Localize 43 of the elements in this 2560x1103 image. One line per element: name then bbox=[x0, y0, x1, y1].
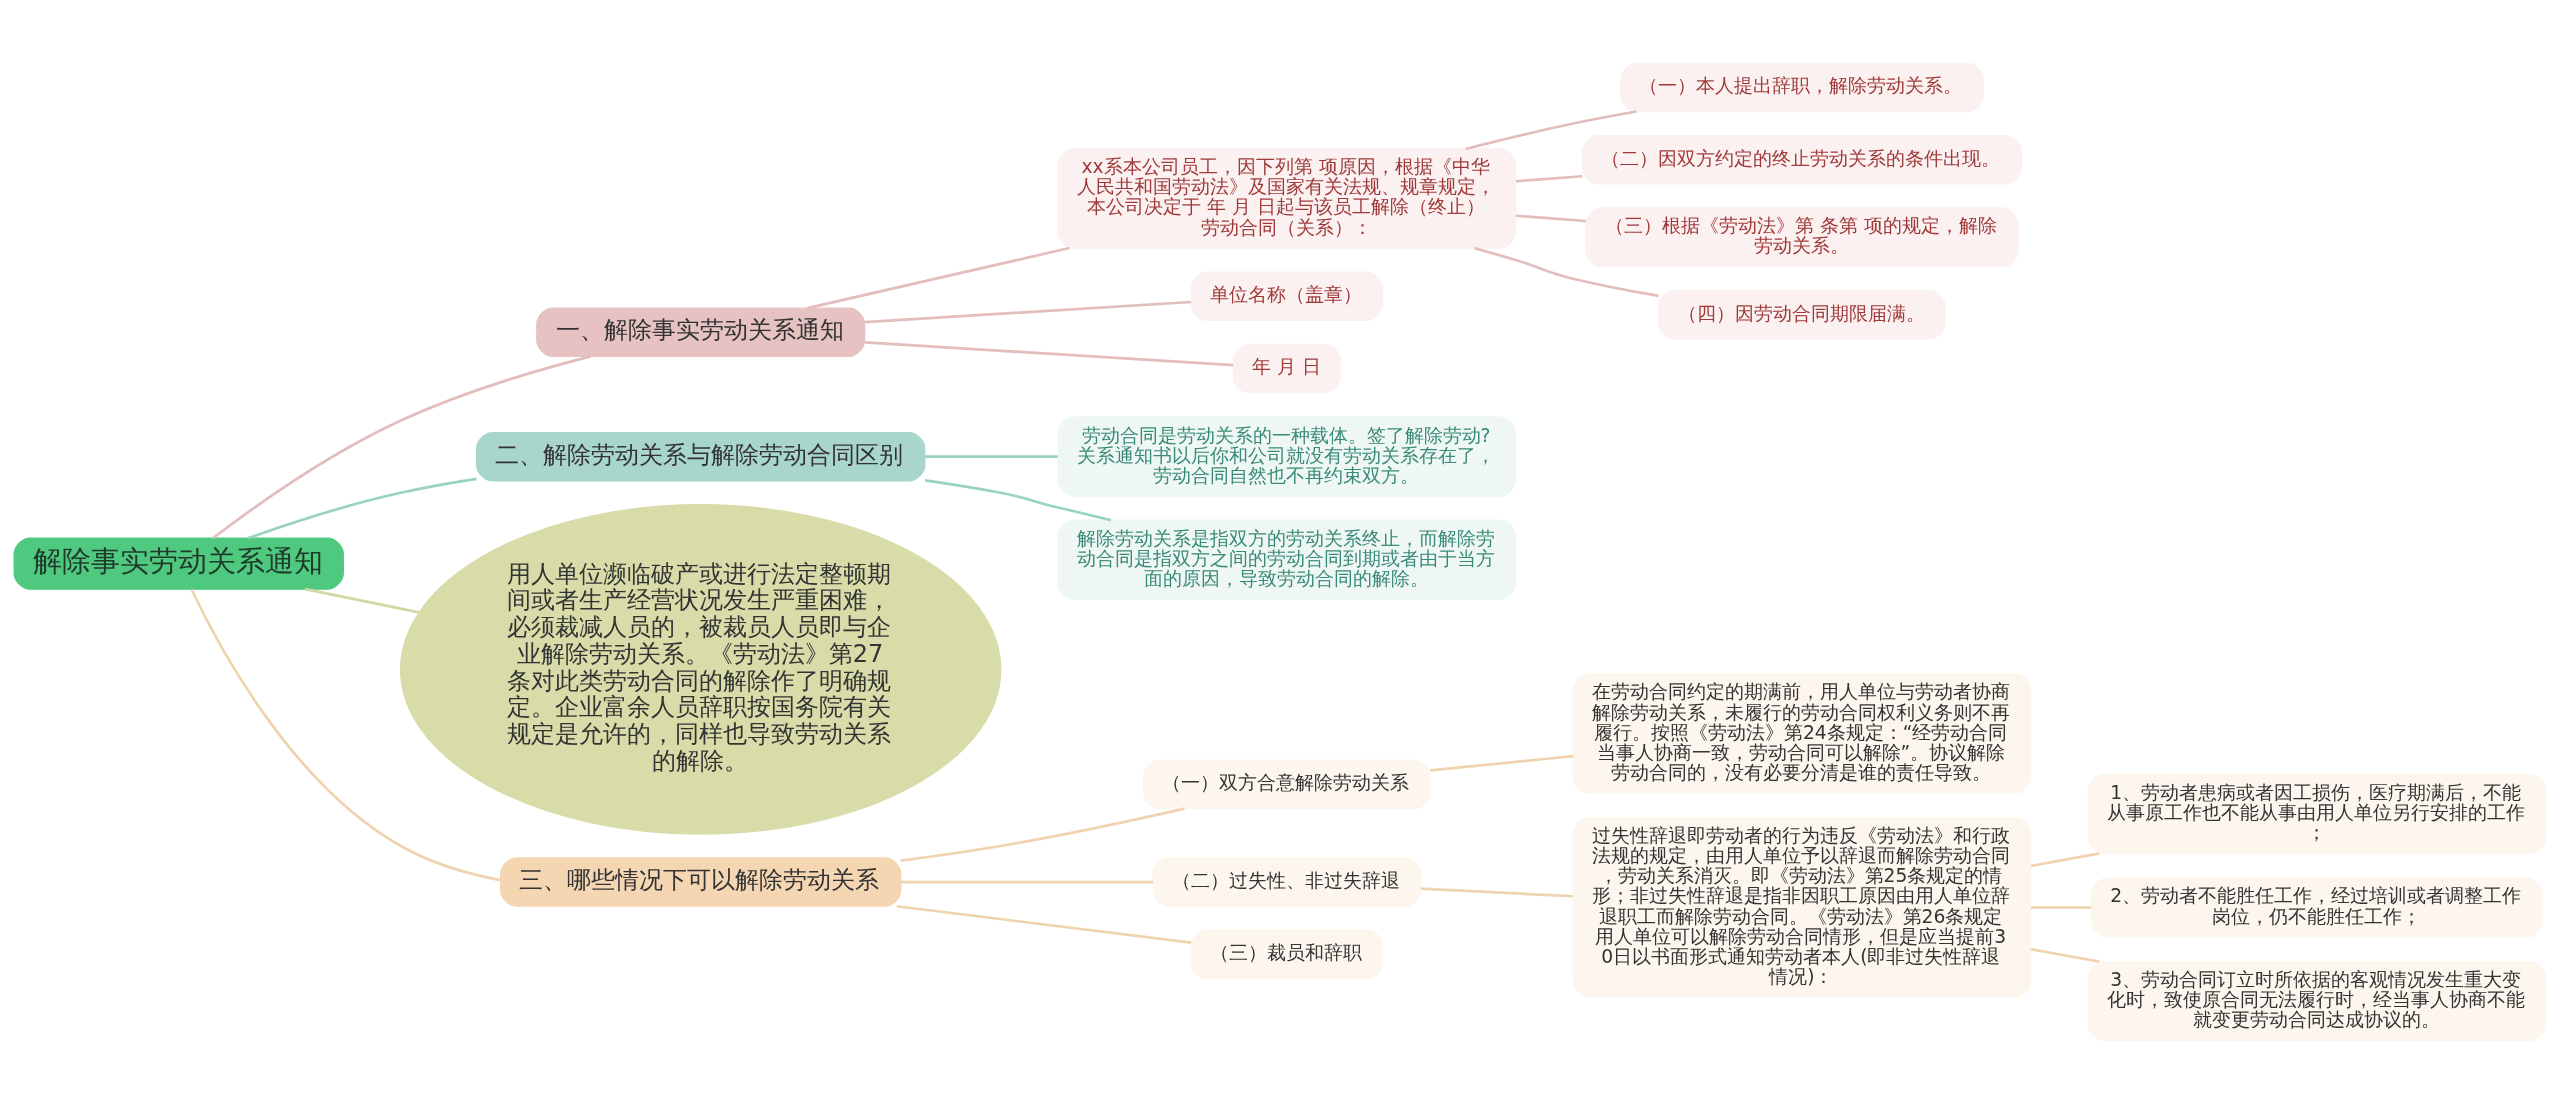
connector bbox=[900, 806, 1185, 862]
node-box: 3、劳动合同订立时所依据的客观情况发生重大变化时，致使原合同无法履行时，经当事人协商不能就变更劳动合同达成协议的。 bbox=[2087, 960, 2547, 1041]
node-box: （二）过失性、非过失辞退 bbox=[1152, 856, 1422, 907]
connector bbox=[304, 587, 420, 614]
node-box: 过失性辞退即劳动者的行为违反《劳动法》和行政法规的规定，由用人单位予以辞退而解除劳动合同，劳动关系消灭。即《劳动法》第25条规定的情形；非过失性辞退是指非因职工原因由用人单位辞退职工而解除劳动合同。《劳动法》第26条规定用人单位可以解除劳动合同情形，但是应当提前30日以书面形式通知劳动者本人(即非过失性辞退情况)： bbox=[1572, 816, 2032, 998]
node-box: 解除事实劳动关系通知 bbox=[13, 537, 344, 590]
node-box: 劳动合同是劳动关系的一种载体。签了解除劳动?关系通知书以后你和公司就没有劳动关系存在了，劳动合同自然也不再约束双方。 bbox=[1057, 416, 1517, 497]
connector bbox=[2030, 947, 2100, 963]
node-box: （二）因双方约定的终止劳动关系的条件出现。 bbox=[1581, 134, 2023, 184]
node-box: 二、解除劳动关系与解除劳动合同区别 bbox=[475, 431, 926, 481]
node-box: （三）根据《劳动法》第 条第 项的规定，解除劳动关系。 bbox=[1585, 206, 2019, 267]
connector bbox=[1430, 754, 1574, 772]
connector bbox=[2030, 851, 2100, 867]
node-box: 1、劳动者患病或者因工损伤，医疗期满后，不能从事原工作也不能从事由用人单位另行安排的工作； bbox=[2087, 773, 2547, 854]
node-box: （四）因劳动合同期限届满。 bbox=[1658, 289, 1946, 340]
node-box: 一、解除事实劳动关系通知 bbox=[536, 307, 866, 357]
connector bbox=[924, 478, 1112, 521]
connector bbox=[1465, 109, 1637, 150]
node-box: （一）本人提出辞职，解除劳动关系。 bbox=[1620, 62, 1984, 112]
node-box: 三、哪些情况下可以解除劳动关系 bbox=[500, 856, 902, 907]
connector bbox=[190, 588, 501, 881]
node-box: 解除劳动关系是指双方的劳动关系终止，而解除劳动合同是指双方之间的劳动合同到期或者由于当方面的原因，导致劳动合同的解除。 bbox=[1057, 519, 1517, 600]
connector bbox=[1515, 174, 1583, 183]
node-box: （一）双方合意解除劳动关系 bbox=[1143, 759, 1431, 809]
node-box: 年 月 日 bbox=[1232, 343, 1342, 393]
node-box: （三）裁员和辞职 bbox=[1190, 929, 1384, 979]
node-box: 2、劳动者不能胜任工作，经过培训或者调整工作岗位，仍不能胜任工作； bbox=[2090, 876, 2544, 938]
connector bbox=[1420, 886, 1573, 898]
connector bbox=[2031, 905, 2092, 909]
node-box: xx系本公司员工，因下列第 项原因，根据《中华人民共和国劳动法》及国家有关法规、规章规定，本公司决定于 年 月 日起与该员工解除（终止）劳动合同（关系）： bbox=[1057, 147, 1517, 249]
connector bbox=[247, 477, 477, 540]
connector bbox=[925, 454, 1058, 458]
connector bbox=[807, 246, 1070, 309]
node-box: 在劳动合同约定的期满前，用人单位与劳动者协商解除劳动关系，未履行的劳动合同权利义务则不再履行。按照《劳动法》第24条规定：“经劳动合同当事人协商一致，劳动合同可以解除”。协议解除劳动合同的，没有必要分清是谁的责任导致。 bbox=[1572, 672, 2032, 794]
node-ellipse: 用人单位濒临破产或进行法定整顿期间或者生产经营状况发生严重困难，必须裁减人员的，被裁员人员即与企业解除劳动关系。《劳动法》第27条对此类劳动合同的解除作了明确规定。企业富余人员辞职按国务院有关规定是允许的，同样也导致劳动关系的解除。 bbox=[399, 503, 1002, 835]
connector bbox=[864, 300, 1191, 323]
connector bbox=[900, 880, 1154, 883]
node-box: 单位名称（盖章） bbox=[1190, 270, 1384, 321]
connector bbox=[211, 354, 591, 539]
connector bbox=[896, 904, 1192, 944]
connector bbox=[864, 340, 1234, 366]
connector bbox=[1515, 213, 1586, 222]
connector bbox=[1474, 246, 1659, 297]
